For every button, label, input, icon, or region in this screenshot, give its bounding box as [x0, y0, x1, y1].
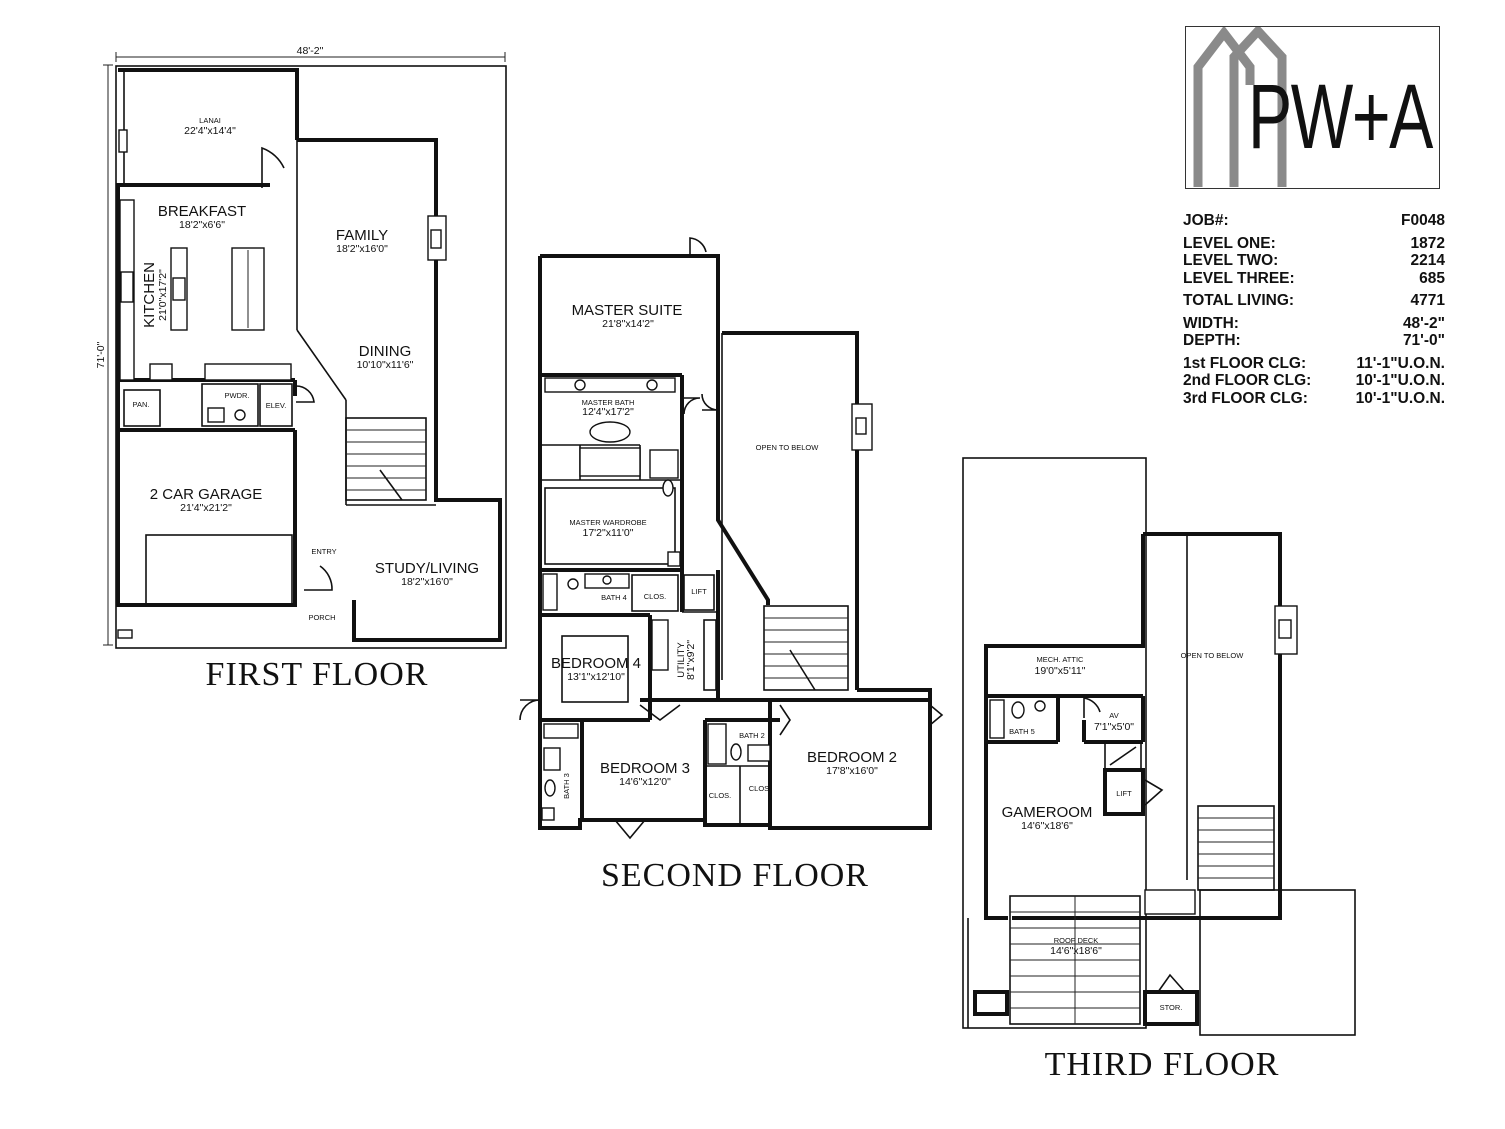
stats-label: LEVEL TWO: [1183, 252, 1279, 269]
stats-label: WIDTH: [1183, 314, 1239, 332]
stats-label: LEVEL THREE: [1183, 269, 1295, 287]
room-dim: 21'8"x14'2" [602, 318, 654, 330]
room-label: ENTRY [311, 547, 336, 556]
room-label: MASTER BATH [582, 398, 635, 407]
room-label: STOR. [1160, 1003, 1183, 1012]
stats-row: LEVEL THREE: 685 [1183, 270, 1445, 288]
room-label: CLOS. [709, 791, 732, 800]
room-dim: 21'4"x21'2" [180, 502, 232, 514]
room-label: GAMEROOM [1002, 804, 1093, 821]
room-dim: 18'2"x16'0" [336, 243, 388, 255]
room-label: FAMILY [336, 227, 388, 244]
first-floor-depth-dim: 71'-0" [95, 341, 107, 368]
stats-row: JOB#: F0048 [1183, 212, 1445, 230]
room-label: DINING [359, 343, 412, 360]
room-label: BATH 5 [1009, 727, 1035, 736]
room-label: BEDROOM 3 [600, 760, 690, 777]
room-label: LANAI [199, 116, 221, 125]
stats-row: WIDTH: 48'-2" [1183, 315, 1445, 333]
first-floor-title: FIRST FLOOR [206, 656, 429, 693]
stats-label: DEPTH: [1183, 332, 1241, 349]
room-label: MASTER SUITE [572, 302, 683, 319]
stats-row: LEVEL TWO: 2214 [1183, 252, 1445, 270]
room-dim: 14'6"x18'6" [1021, 820, 1073, 832]
room-dim: 13'1"x12'10" [567, 671, 625, 683]
room-label: LIFT [691, 587, 707, 596]
first-floor-width-dim: 48'-2" [297, 45, 324, 57]
stats-row: 3rd FLOOR CLG: 10'-1"U.O.N. [1183, 390, 1445, 408]
room-dim: 7'1"x5'0" [1094, 721, 1134, 733]
room-label: UTILITY [676, 642, 687, 678]
stats-label: TOTAL LIVING: [1183, 292, 1295, 309]
room-label: PAN. [133, 400, 150, 409]
stats-row: DEPTH: 71'-0" [1183, 332, 1445, 350]
room-label: 2 CAR GARAGE [150, 486, 263, 503]
room-label: BEDROOM 2 [807, 749, 897, 766]
second-floor-plan: MASTER SUITE 21'8"x14'2" MASTER BATH 12'… [519, 237, 944, 894]
stats-value: 10'-1"U.O.N. [1355, 372, 1445, 389]
room-label: KITCHEN [141, 262, 158, 328]
stats-row: TOTAL LIVING: 4771 [1183, 292, 1445, 310]
room-dim: 14'6"x12'0" [619, 776, 671, 788]
stats-value: 685 [1419, 269, 1445, 287]
stats-value: 10'-1"U.O.N. [1355, 389, 1445, 407]
stats-label: JOB#: [1183, 212, 1229, 229]
stats-row: LEVEL ONE: 1872 [1183, 235, 1445, 253]
stats-value: F0048 [1401, 212, 1445, 229]
room-label: AV [1109, 711, 1118, 720]
room-dim: 18'2"x6'6" [179, 219, 225, 231]
room-label: STUDY/LIVING [375, 560, 479, 577]
room-label: PWDR. [225, 391, 250, 400]
room-dim: 22'4"x14'4" [184, 125, 236, 137]
third-floor-plan: MECH. ATTIC 19'0"x5'11" OPEN TO BELOW BA… [962, 457, 1356, 1083]
house-outline-icon [1193, 27, 1287, 187]
stats-value: 2214 [1410, 252, 1445, 269]
room-label: BATH 2 [739, 731, 765, 740]
room-dim: 14'6"x18'6" [1050, 945, 1102, 957]
room-dim: 18'2"x16'0" [401, 576, 453, 588]
second-floor-title: SECOND FLOOR [601, 857, 869, 894]
room-label: PORCH [308, 613, 335, 622]
open-to-below-label: OPEN TO BELOW [1181, 651, 1245, 660]
room-dim: 17'2"x11'0" [583, 527, 634, 539]
room-label: ROOF DECK [1054, 936, 1099, 945]
room-dim: 8'1"x9'2" [685, 640, 697, 680]
room-label: BEDROOM 4 [551, 655, 641, 672]
room-dim: 12'4"x17'2" [582, 406, 634, 418]
open-to-below-label: OPEN TO BELOW [756, 443, 820, 452]
third-floor-title: THIRD FLOOR [1045, 1046, 1280, 1083]
room-label: BATH 3 [562, 773, 571, 799]
stats-label: 3rd FLOOR CLG: [1183, 389, 1308, 407]
room-dim: 19'0"x5'11" [1035, 665, 1086, 677]
room-label: BREAKFAST [158, 203, 246, 220]
room-label: MECH. ATTIC [1037, 655, 1085, 664]
stats-value: 4771 [1410, 292, 1445, 309]
room-label: BATH 4 [601, 593, 627, 602]
room-dim: 17'8"x16'0" [826, 765, 878, 777]
stats-row: 2nd FLOOR CLG: 10'-1"U.O.N. [1183, 372, 1445, 390]
stats-label: 2nd FLOOR CLG: [1183, 372, 1312, 389]
room-dim: 21'0"x17'2" [157, 269, 169, 321]
room-label: MASTER WARDROBE [569, 518, 646, 527]
stats-value: 48'-2" [1402, 314, 1445, 332]
stats-label: LEVEL ONE: [1183, 234, 1276, 252]
stats-value: 71'-0" [1402, 332, 1445, 349]
stats-value: 1872 [1410, 234, 1445, 252]
first-floor-plan: 48'-2" 71'-0" [95, 45, 507, 693]
room-dim: 10'10"x11'6" [357, 359, 414, 371]
room-label: CLOS. [749, 784, 772, 793]
stats-label: 1st FLOOR CLG: [1183, 354, 1307, 372]
stats-value: 11'-1"U.O.N. [1356, 354, 1445, 372]
room-label: LIFT [1116, 789, 1132, 798]
stats-row: 1st FLOOR CLG: 11'-1"U.O.N. [1183, 355, 1445, 373]
logo-text: PW+A [1248, 66, 1433, 168]
room-label: ELEV. [266, 401, 287, 410]
company-logo: PW+A [1185, 26, 1440, 189]
room-label: CLOS. [644, 592, 667, 601]
